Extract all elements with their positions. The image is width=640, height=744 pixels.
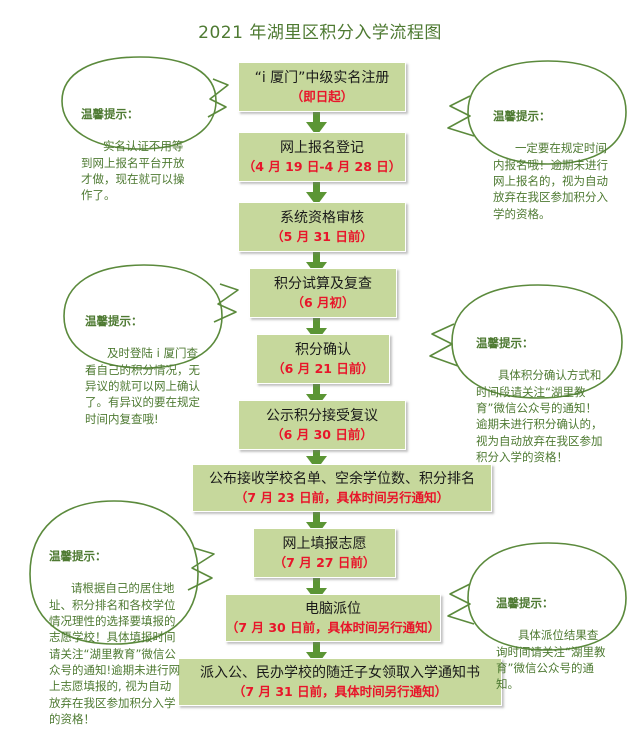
step-date: （即日起）	[290, 88, 354, 104]
callout-low-left[interactable]: 温馨提示： 请根据自己的居住地址、积分排名和各校学位情况理性的选择要填报的志愿学…	[16, 498, 216, 726]
step-label: 派入公、民办学校的随迁子女领取入学通知书	[200, 664, 480, 681]
step-label: “i 厦门”中级实名注册	[254, 69, 390, 86]
callout-text: 温馨提示： 实名认证不用等到网上报名平台开放才做，现在就可以操作了。	[81, 73, 193, 220]
step-date: （7 月 30 日前，具体时间另行通知）	[225, 619, 441, 635]
step-box-3[interactable]: 系统资格审核 （5 月 31 日前）	[238, 202, 406, 252]
step-label: 积分试算及复查	[274, 275, 372, 292]
callout-text: 温馨提示： 具体派位结果查询时间请关注“湖里教育”微信公众号的通知。	[496, 562, 606, 709]
step-label: 积分确认	[295, 341, 351, 358]
callout-header: 温馨提示：	[49, 548, 107, 563]
step-box-6[interactable]: 公示积分接受复议 （6 月 30 日前）	[238, 400, 406, 450]
callout-header: 温馨提示：	[476, 335, 534, 350]
callout-header: 温馨提示：	[496, 595, 554, 610]
callout-text: 温馨提示： 具体积分确认方式和时间段请关注“湖里教育”微信公众号的通知！逾期未进…	[476, 302, 606, 482]
step-box-5[interactable]: 积分确认 （6 月 21 日前）	[256, 334, 390, 384]
step-label: 网上报名登记	[280, 139, 364, 156]
step-label: 公示积分接受复议	[266, 407, 378, 424]
step-date: （6 月初）	[291, 294, 355, 310]
step-box-8[interactable]: 网上填报志愿 （7 月 27 日前）	[253, 528, 396, 578]
step-date: （5 月 31 日前）	[271, 228, 373, 244]
step-box-7[interactable]: 公布接收学校名单、空余学位数、积分排名 （7 月 23 日前，具体时间另行通知）	[192, 464, 492, 512]
step-label: 电脑派位	[305, 600, 361, 617]
callout-text: 温馨提示： 请根据自己的居住地址、积分排名和各校学位情况理性的选择要填报的志愿学…	[49, 515, 181, 744]
callout-body: 具体派位结果查询时间请关注“湖里教育”微信公众号的通知。	[496, 628, 606, 692]
step-box-10[interactable]: 派入公、民办学校的随迁子女领取入学通知书 （7 月 31 日前，具体时间另行通知…	[178, 658, 502, 706]
callout-body: 请根据自己的居住地址、积分排名和各校学位情况理性的选择要填报的志愿学校！具体填报…	[49, 581, 181, 726]
step-label: 系统资格审核	[280, 209, 364, 226]
callout-text: 温馨提示： 及时登陆 i 厦门查看自己的积分情况，无异议的就可以网上确认了。有异…	[85, 280, 201, 443]
page-title: 2021 年湖里区积分入学流程图	[198, 23, 442, 43]
callout-body: 具体积分确认方式和时间段请关注“湖里教育”微信公众号的通知！逾期未进行积分确认的…	[476, 368, 603, 464]
step-box-4[interactable]: 积分试算及复查 （6 月初）	[249, 268, 397, 318]
step-box-2[interactable]: 网上报名登记 （4 月 19 日-4 月 28 日）	[238, 132, 406, 182]
callout-low-right[interactable]: 温馨提示： 具体派位结果查询时间请关注“湖里教育”微信公众号的通知。	[442, 540, 640, 691]
callout-header: 温馨提示：	[85, 313, 143, 328]
step-date: （7 月 31 日前，具体时间另行通知）	[232, 683, 448, 699]
callout-text: 温馨提示： 一定要在规定时间内报名哦！逾期未进行网上报名的，视为自动放弃在我区参…	[493, 75, 613, 238]
callout-body: 及时登陆 i 厦门查看自己的积分情况，无异议的就可以网上确认了。有异议的要在规定…	[85, 346, 200, 426]
callout-top-right[interactable]: 温馨提示： 一定要在规定时间内报名哦！逾期未进行网上报名的，视为自动放弃在我区参…	[440, 58, 640, 221]
step-label: 网上填报志愿	[282, 535, 367, 552]
flowchart-canvas: 2021 年湖里区积分入学流程图	[16, 23, 640, 726]
callout-mid-left[interactable]: 温馨提示： 及时登陆 i 厦门查看自己的积分情况，无异议的就可以网上确认了。有异…	[52, 262, 239, 426]
step-box-1[interactable]: “i 厦门”中级实名注册 （即日起）	[238, 62, 406, 112]
step-date: （6 月 30 日前）	[271, 426, 373, 442]
callout-top-left[interactable]: 温馨提示： 实名认证不用等到网上报名平台开放才做，现在就可以操作了。	[48, 55, 229, 202]
callout-header: 温馨提示：	[81, 106, 139, 121]
step-date: （7 月 23 日前，具体时间另行通知）	[234, 489, 450, 505]
callout-mid-right[interactable]: 温馨提示： 具体积分确认方式和时间段请关注“湖里教育”微信公众号的通知！逾期未进…	[418, 282, 640, 464]
step-date: （6 月 21 日前）	[272, 360, 374, 376]
step-label: 公布接收学校名单、空余学位数、积分排名	[209, 470, 475, 487]
step-date: （7 月 27 日前）	[273, 554, 376, 570]
callout-body: 实名认证不用等到网上报名平台开放才做，现在就可以操作了。	[81, 139, 185, 203]
step-date: （4 月 19 日-4 月 28 日）	[242, 158, 402, 174]
step-box-9[interactable]: 电脑派位 （7 月 30 日前，具体时间另行通知）	[225, 594, 441, 642]
callout-body: 一定要在规定时间内报名哦！逾期未进行网上报名的，视为自动放弃在我区参加积分入学的…	[493, 141, 608, 221]
callout-header: 温馨提示：	[493, 108, 551, 123]
